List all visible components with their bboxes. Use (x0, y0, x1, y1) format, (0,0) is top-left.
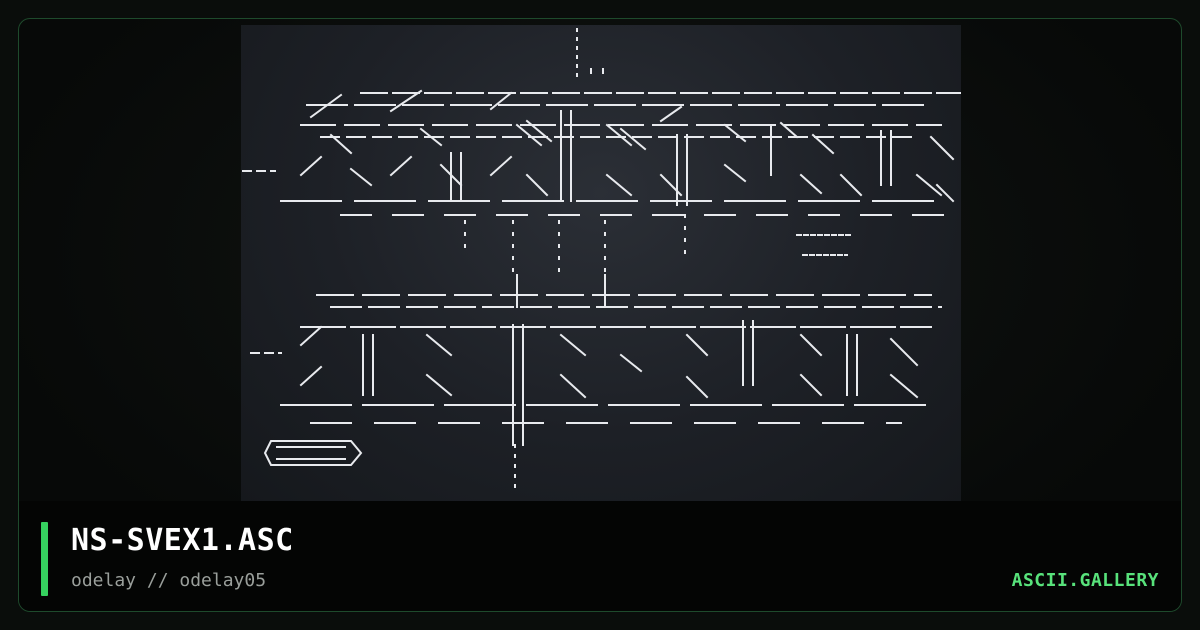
artwork-title: NS-SVEX1.ASC (71, 523, 294, 558)
preview-card: NS-SVEX1.ASC odelay // odelay05 ASCII.GA… (18, 18, 1182, 612)
ascii-art-graphic (242, 28, 961, 496)
site-brand[interactable]: ASCII.GALLERY (1011, 570, 1159, 591)
accent-bar (41, 522, 48, 596)
info-bar: NS-SVEX1.ASC odelay // odelay05 ASCII.GA… (19, 501, 1181, 611)
artwork-credit: odelay // odelay05 (71, 570, 267, 591)
ascii-art-image (241, 25, 961, 505)
